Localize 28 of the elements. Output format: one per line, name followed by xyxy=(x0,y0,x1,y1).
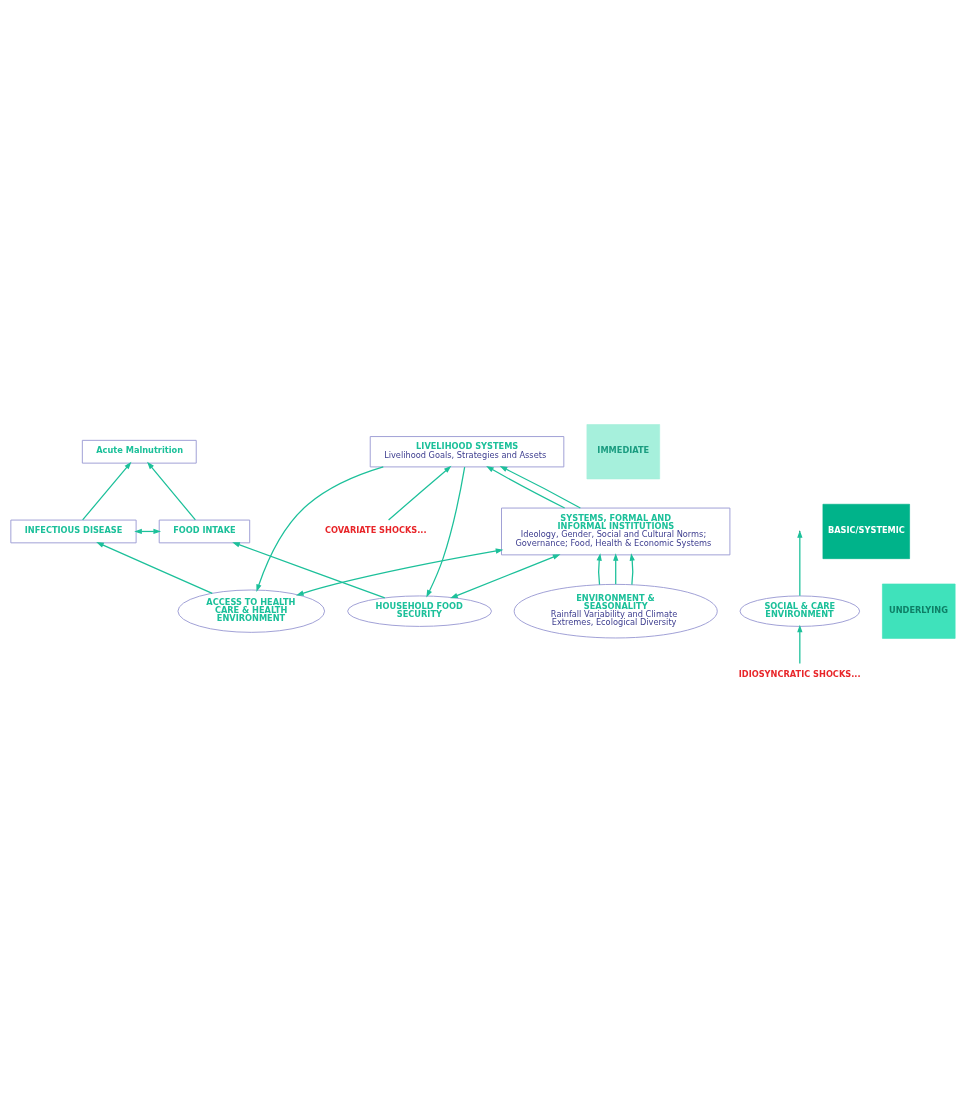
arrow xyxy=(797,624,803,664)
node-box: Acute Malnutrition xyxy=(81,439,197,464)
arrow xyxy=(426,465,466,598)
node-box: IMMEDIATE xyxy=(586,423,660,479)
arrow xyxy=(96,541,213,594)
arrow xyxy=(450,553,561,598)
arrow xyxy=(797,529,803,596)
node-ellipse: SOCIAL & CARE ENVIRONMENT xyxy=(739,594,861,627)
node-box: BASIC/SYSTEMIC xyxy=(822,503,910,559)
node-box: LIVELIHOOD SYSTEMS Livelihood Goals, Strategies and Assets xyxy=(369,435,565,467)
arrow xyxy=(613,552,619,585)
arrow xyxy=(629,552,635,585)
arrow xyxy=(596,552,602,585)
arrow xyxy=(499,465,581,509)
node-ellipse: ENVIRONMENT & SEASONALITY Rainfall Variability and Climate Extremes, Ecological Diversity xyxy=(513,583,718,638)
arrow xyxy=(147,461,197,521)
node-text: COVARIATE SHOCKS... xyxy=(324,524,427,535)
node-box: UNDERLYING xyxy=(882,583,956,639)
node-box: FOOD INTAKE xyxy=(158,519,251,543)
node-box: SYSTEMS, FORMAL AND INFORMAL INSTITUTIONS Ideology, Gender, Social and Cultural Norms; Governance; Food, Health & Economic Systems xyxy=(501,507,731,555)
arrow xyxy=(232,541,386,598)
arrow xyxy=(387,465,452,521)
arrow xyxy=(486,465,566,509)
node-box: INFECTIOUS DISEASE xyxy=(10,519,137,543)
arrow xyxy=(296,547,504,596)
arrow xyxy=(256,465,384,592)
node-text: IDIOSYNCRATIC SHOCKS... xyxy=(738,668,861,679)
arrow xyxy=(82,461,132,521)
